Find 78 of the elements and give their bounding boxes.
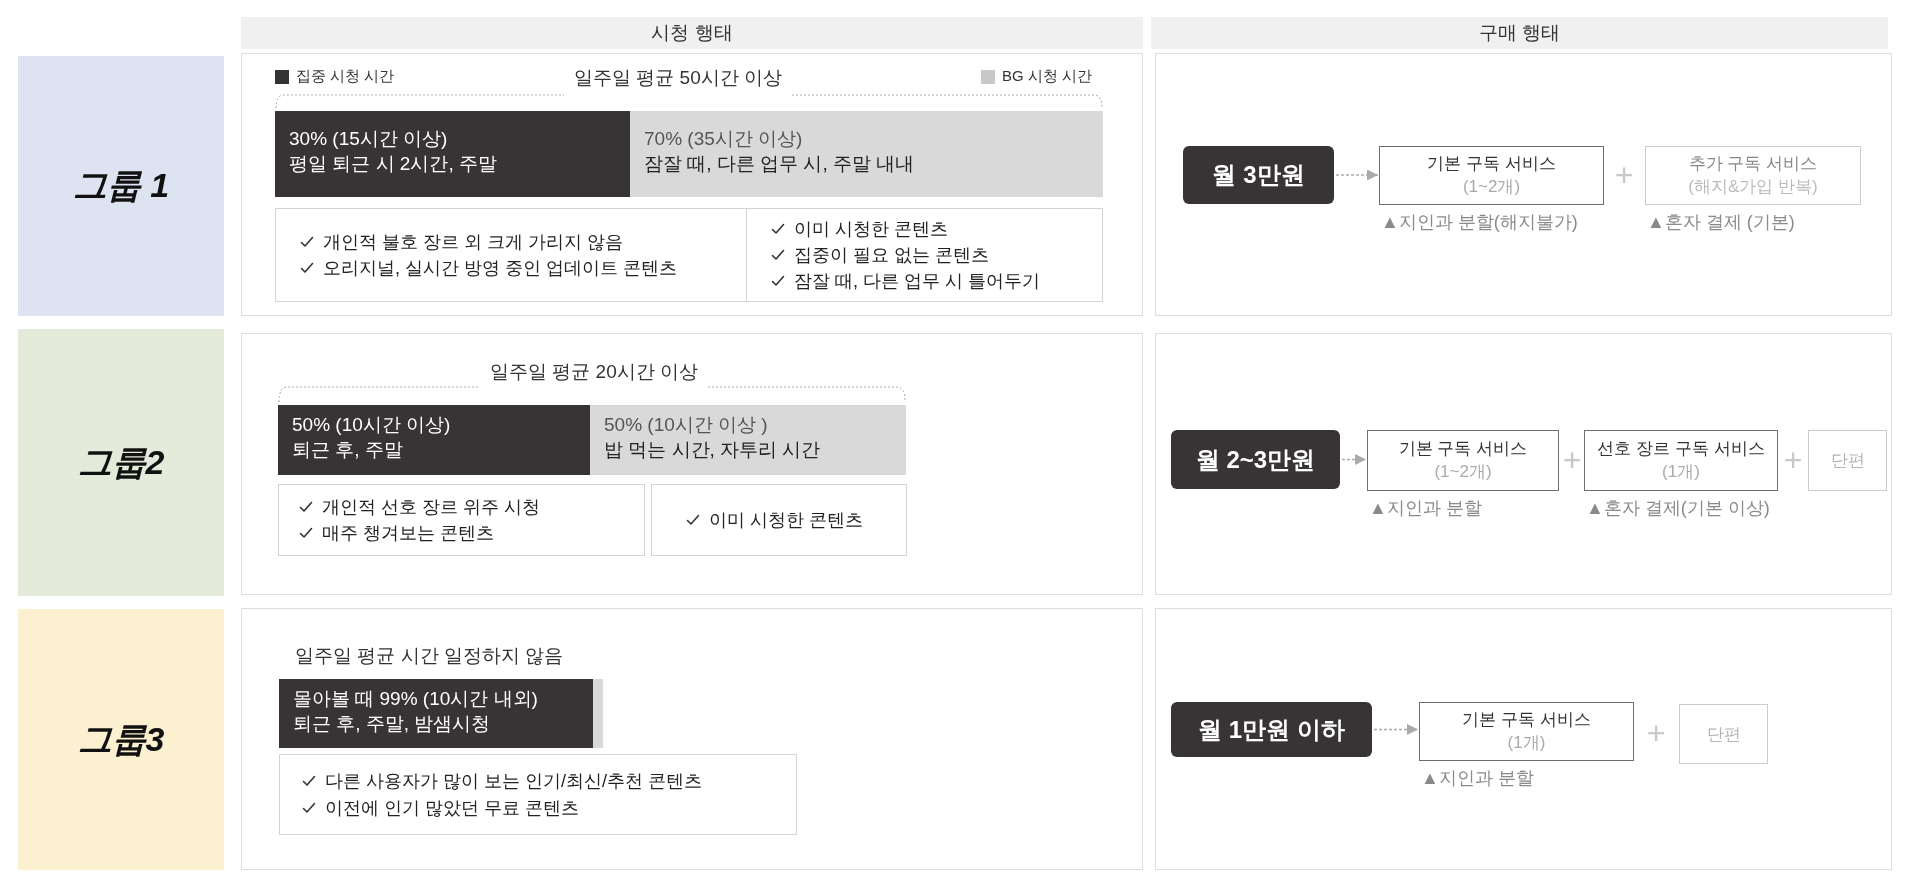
- bar-label: 잠잘 때, 다른 업무 시, 주말 내내: [644, 152, 916, 176]
- plus-sign: +: [1646, 717, 1666, 749]
- checklist-item: 개인적 불호 장르 외 크게 가리지 않음: [323, 230, 623, 254]
- checklist-item: 집중이 필요 없는 콘텐츠: [794, 243, 989, 267]
- row-header: 그룹3: [18, 609, 224, 870]
- bar-label: 평일 퇴근 시 2시간, 주말: [289, 152, 498, 176]
- panel: [1155, 333, 1892, 595]
- service-box: [1419, 702, 1634, 761]
- plus-sign: +: [1783, 444, 1803, 476]
- dashed-arrow: [1335, 169, 1379, 181]
- note-text: ▲지인과 분할: [1369, 498, 1482, 520]
- checklist-box: [651, 484, 907, 556]
- bar-label: 퇴근 후, 주말: [292, 438, 404, 462]
- service-name: 선호 장르 구독 서비스: [1597, 438, 1765, 461]
- checklist-box: [746, 208, 1103, 302]
- panel: [1155, 608, 1892, 870]
- service-box: [1367, 430, 1559, 491]
- service-count: (1개): [1662, 460, 1700, 483]
- bar-segment: [278, 405, 590, 475]
- panel: [241, 333, 1143, 595]
- note-text: ▲혼자 결제(기본 이상): [1586, 498, 1770, 520]
- checklist-item: 개인적 선호 장르 위주 시청: [322, 495, 540, 519]
- column-header: 구매 행태: [1151, 17, 1888, 49]
- plus-sign: +: [1614, 159, 1634, 191]
- column-header: 시청 행태: [241, 17, 1143, 49]
- legend-text: BG 시청 시간: [1002, 67, 1092, 86]
- price-tag: 월 3만원: [1183, 146, 1334, 204]
- legend-text: 집중 시청 시간: [296, 67, 395, 86]
- bar-label: 밥 먹는 시간, 자투리 시간: [604, 438, 822, 462]
- panel-title: 일주일 평균 20시간 이상: [490, 361, 698, 384]
- checklist-item: 다른 사용자가 많이 보는 인기/최신/추천 콘텐츠: [325, 770, 702, 794]
- bar-label: 70% (35시간 이상): [644, 127, 804, 152]
- panel: [1155, 53, 1892, 316]
- checklist-item: 이미 시청한 콘텐츠: [709, 508, 863, 532]
- note-text: ▲혼자 결제 (기본): [1647, 212, 1795, 234]
- bar-label: 50% (10시간 이상 ): [604, 413, 769, 438]
- dashed-arrow: [1373, 724, 1419, 735]
- row-header: 그룹2: [18, 329, 224, 596]
- bar-segment: [279, 679, 603, 748]
- service-count: (해지&가입 반복): [1688, 175, 1818, 198]
- service-count: (1개): [1507, 731, 1546, 754]
- service-box: [1379, 146, 1604, 205]
- checklist-item: 매주 챙겨보는 콘텐츠: [322, 522, 494, 545]
- service-name: 기본 구독 서비스: [1427, 153, 1556, 176]
- bar-label: 몰아볼 때 99% (10시간 내외): [293, 686, 539, 711]
- plus-sign: +: [1562, 444, 1582, 476]
- checklist-item: 이전에 인기 많았던 무료 콘텐츠: [325, 796, 579, 820]
- panel-title: 일주일 평균 시간 일정하지 않음: [295, 645, 564, 668]
- panel: [241, 608, 1143, 870]
- note-text: ▲지인과 분할(해지불가): [1381, 212, 1578, 234]
- note-text: ▲지인과 분할: [1421, 768, 1534, 790]
- checklist-box: [279, 754, 797, 835]
- price-tag: 월 2~3만원: [1171, 430, 1340, 489]
- checklist-item: 오리지널, 실시간 방영 중인 업데이트 콘텐츠: [323, 257, 677, 280]
- bar-segment: [590, 405, 906, 475]
- checklist-item: 잠잘 때, 다른 업무 시 틀어두기: [794, 270, 1040, 294]
- service-name: 기본 구독 서비스: [1462, 709, 1591, 732]
- service-name: 추가 구독 서비스: [1688, 153, 1818, 176]
- service-count: (1~2개): [1434, 460, 1492, 483]
- row-header: 그룹 1: [18, 56, 224, 316]
- checklist-box: [278, 484, 645, 556]
- service-box: [1584, 430, 1778, 491]
- dashed-arrow: [1341, 454, 1367, 465]
- service-count: (1~2개): [1462, 175, 1521, 198]
- price-tag: 월 1만원 이하: [1171, 702, 1372, 757]
- bar-label: 50% (10시간 이상): [292, 413, 452, 438]
- bar-segment: [275, 111, 630, 197]
- bar-label: 30% (15시간 이상): [289, 127, 449, 152]
- bar-segment: [630, 111, 1103, 197]
- service-box: [1645, 146, 1861, 205]
- service-box: 단편: [1808, 430, 1887, 491]
- service-box: 단편: [1679, 704, 1768, 764]
- panel: [241, 53, 1143, 316]
- service-name: 기본 구독 서비스: [1398, 438, 1528, 461]
- checklist-item: 이미 시청한 콘텐츠: [794, 217, 948, 241]
- panel-title: 일주일 평균 50시간 이상: [574, 67, 782, 90]
- checklist-box: [275, 208, 747, 302]
- bar-label: 퇴근 후, 주말, 밤샘시청: [293, 711, 492, 736]
